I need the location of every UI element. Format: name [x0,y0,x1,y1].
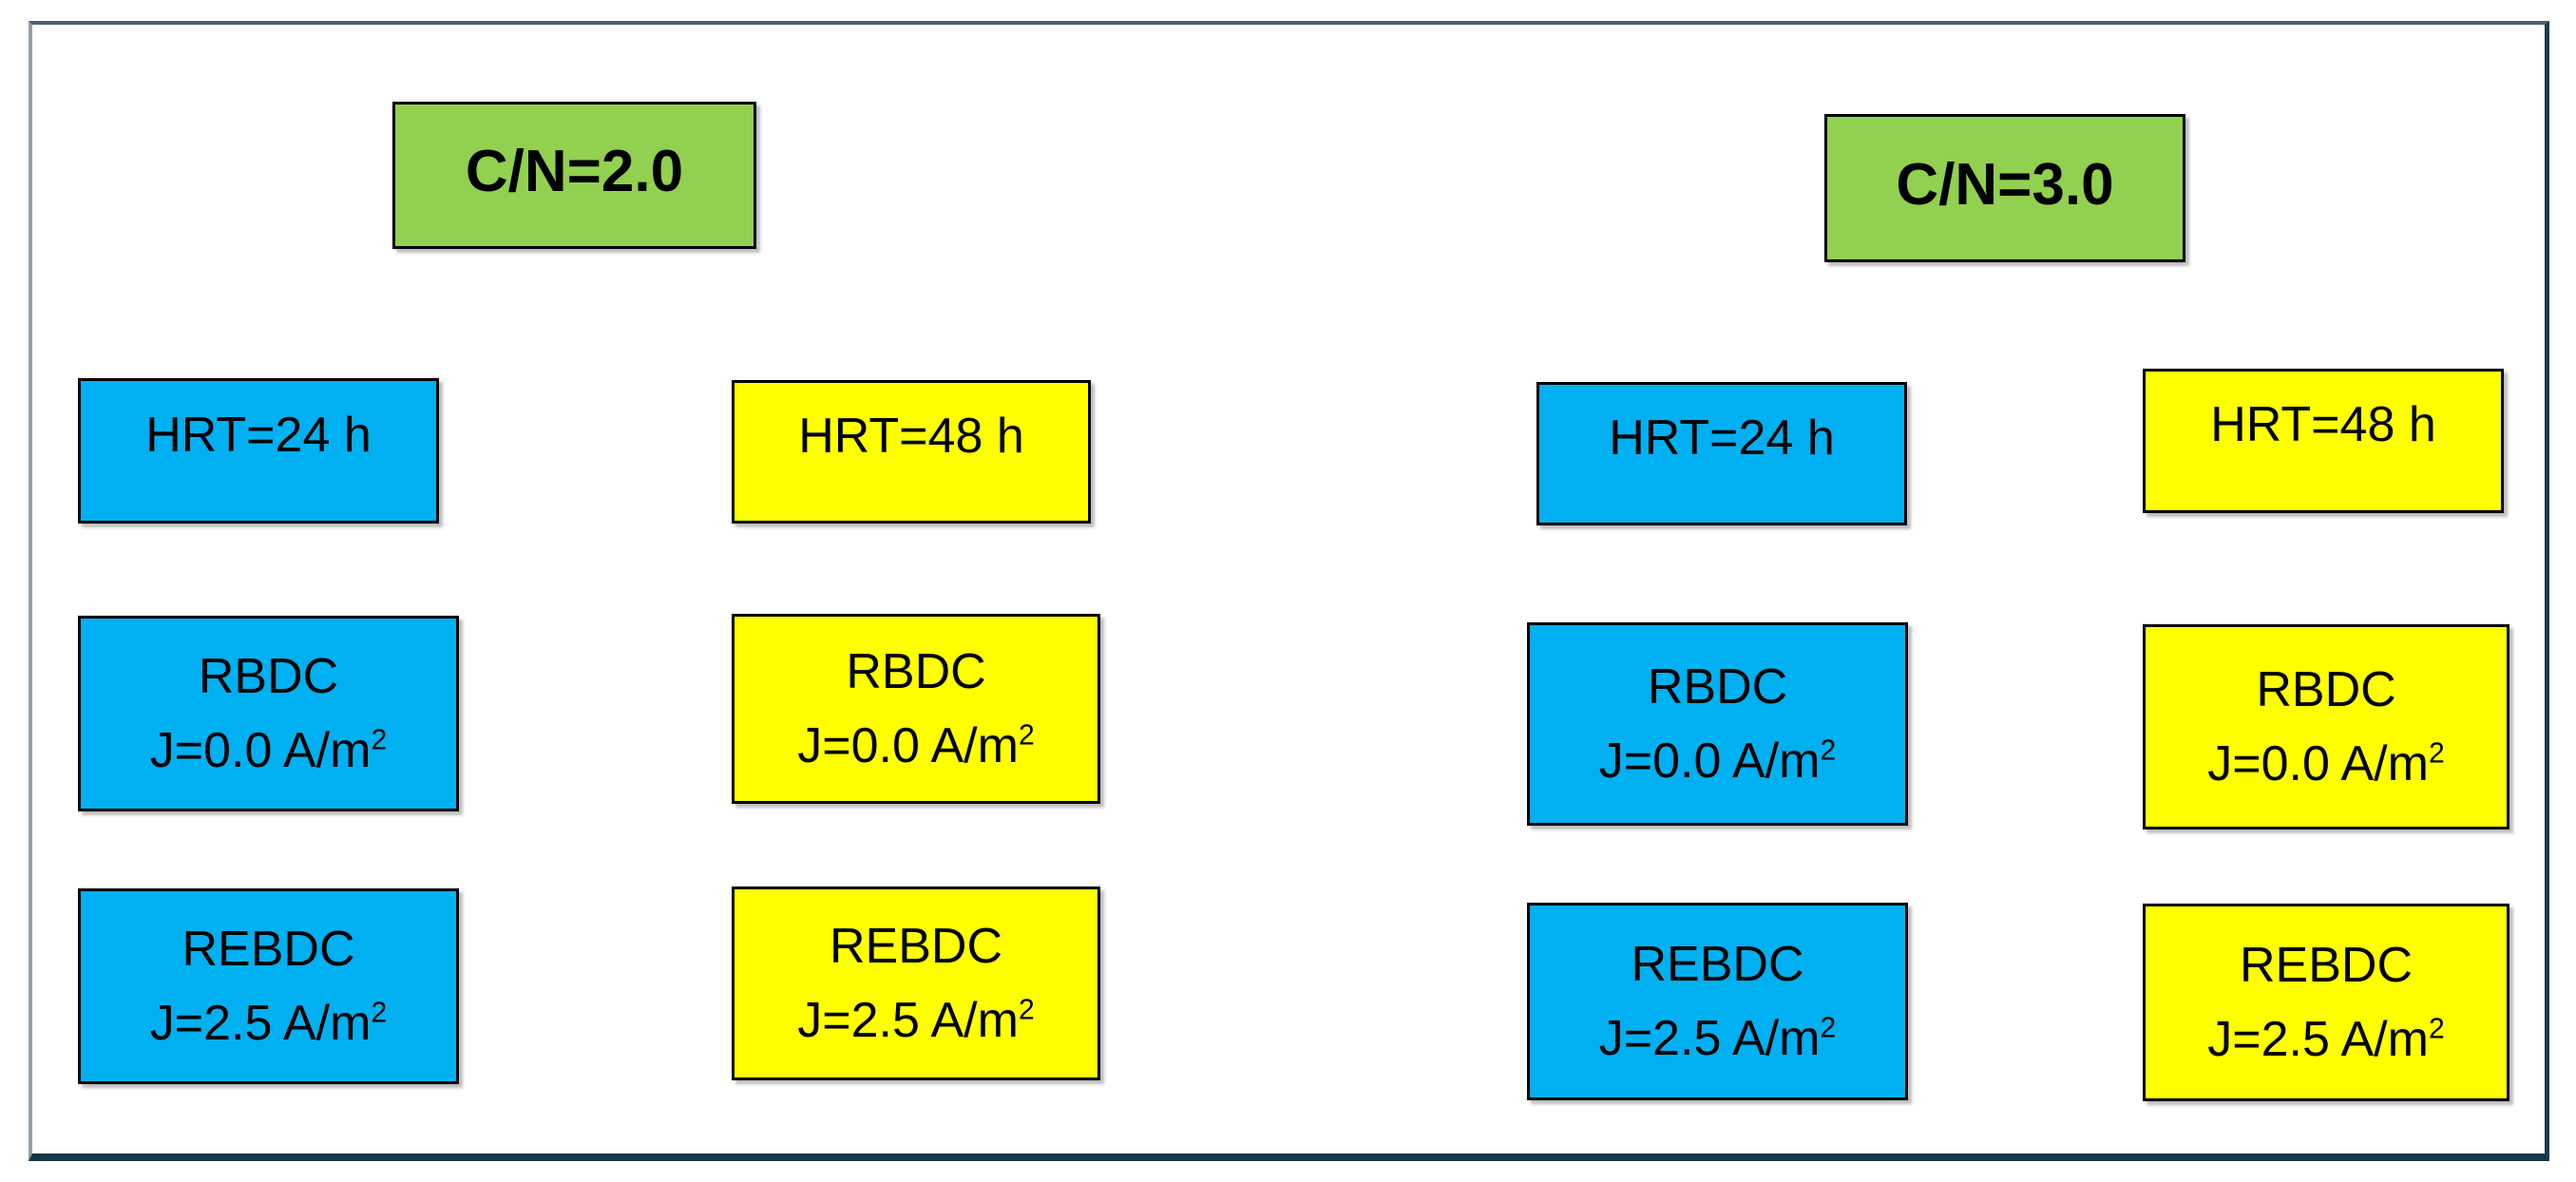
reactor-name: RBDC [1647,659,1788,715]
reactor-current-density: J=0.0 A/m2 [149,723,388,778]
reactor-name: REBDC [181,922,355,977]
box-rebdc-group1-hrt24: REBDC J=2.5 A/m2 [78,888,459,1084]
box-rbdc-group2-hrt24: RBDC J=0.0 A/m2 [1527,622,1908,826]
reactor-name: RBDC [198,649,339,704]
box-rebdc-group1-hrt48: REBDC J=2.5 A/m2 [732,886,1100,1080]
reactor-current-density: J=0.0 A/m2 [1598,734,1837,789]
reactor-name: REBDC [829,919,1003,974]
box-rbdc-group1-hrt24: RBDC J=0.0 A/m2 [78,616,459,811]
box-hrt48-group2-label: HRT=48 h [2210,397,2436,452]
box-rebdc-group2-hrt48: REBDC J=2.5 A/m2 [2143,904,2509,1101]
group-header-cn2: C/N=2.0 [392,102,756,249]
reactor-name: REBDC [2239,938,2414,993]
reactor-current-density: J=2.5 A/m2 [2207,1012,2445,1067]
box-hrt48-group1: HRT=48 h [732,380,1091,524]
box-hrt24-group2: HRT=24 h [1536,382,1907,525]
box-rbdc-group2-hrt48: RBDC J=0.0 A/m2 [2143,624,2509,829]
reactor-current-density: J=2.5 A/m2 [1598,1011,1837,1066]
group-header-cn2-label: C/N=2.0 [465,139,684,204]
group-header-cn3-label: C/N=3.0 [1896,151,2114,218]
reactor-current-density: J=2.5 A/m2 [797,993,1035,1048]
group-header-cn3: C/N=3.0 [1824,114,2185,262]
reactor-current-density: J=2.5 A/m2 [149,996,388,1051]
reactor-name: RBDC [846,644,986,699]
box-rebdc-group2-hrt24: REBDC J=2.5 A/m2 [1527,903,1908,1100]
reactor-name: REBDC [1631,937,1804,992]
box-hrt24-group1: HRT=24 h [78,378,439,524]
box-rbdc-group1-hrt48: RBDC J=0.0 A/m2 [732,614,1100,804]
box-hrt24-group1-label: HRT=24 h [145,407,372,463]
reactor-current-density: J=0.0 A/m2 [2207,736,2445,791]
reactor-current-density: J=0.0 A/m2 [797,718,1035,773]
box-hrt24-group2-label: HRT=24 h [1609,410,1835,466]
box-hrt48-group2: HRT=48 h [2143,369,2504,513]
box-hrt48-group1-label: HRT=48 h [798,408,1024,464]
reactor-name: RBDC [2256,662,2396,717]
